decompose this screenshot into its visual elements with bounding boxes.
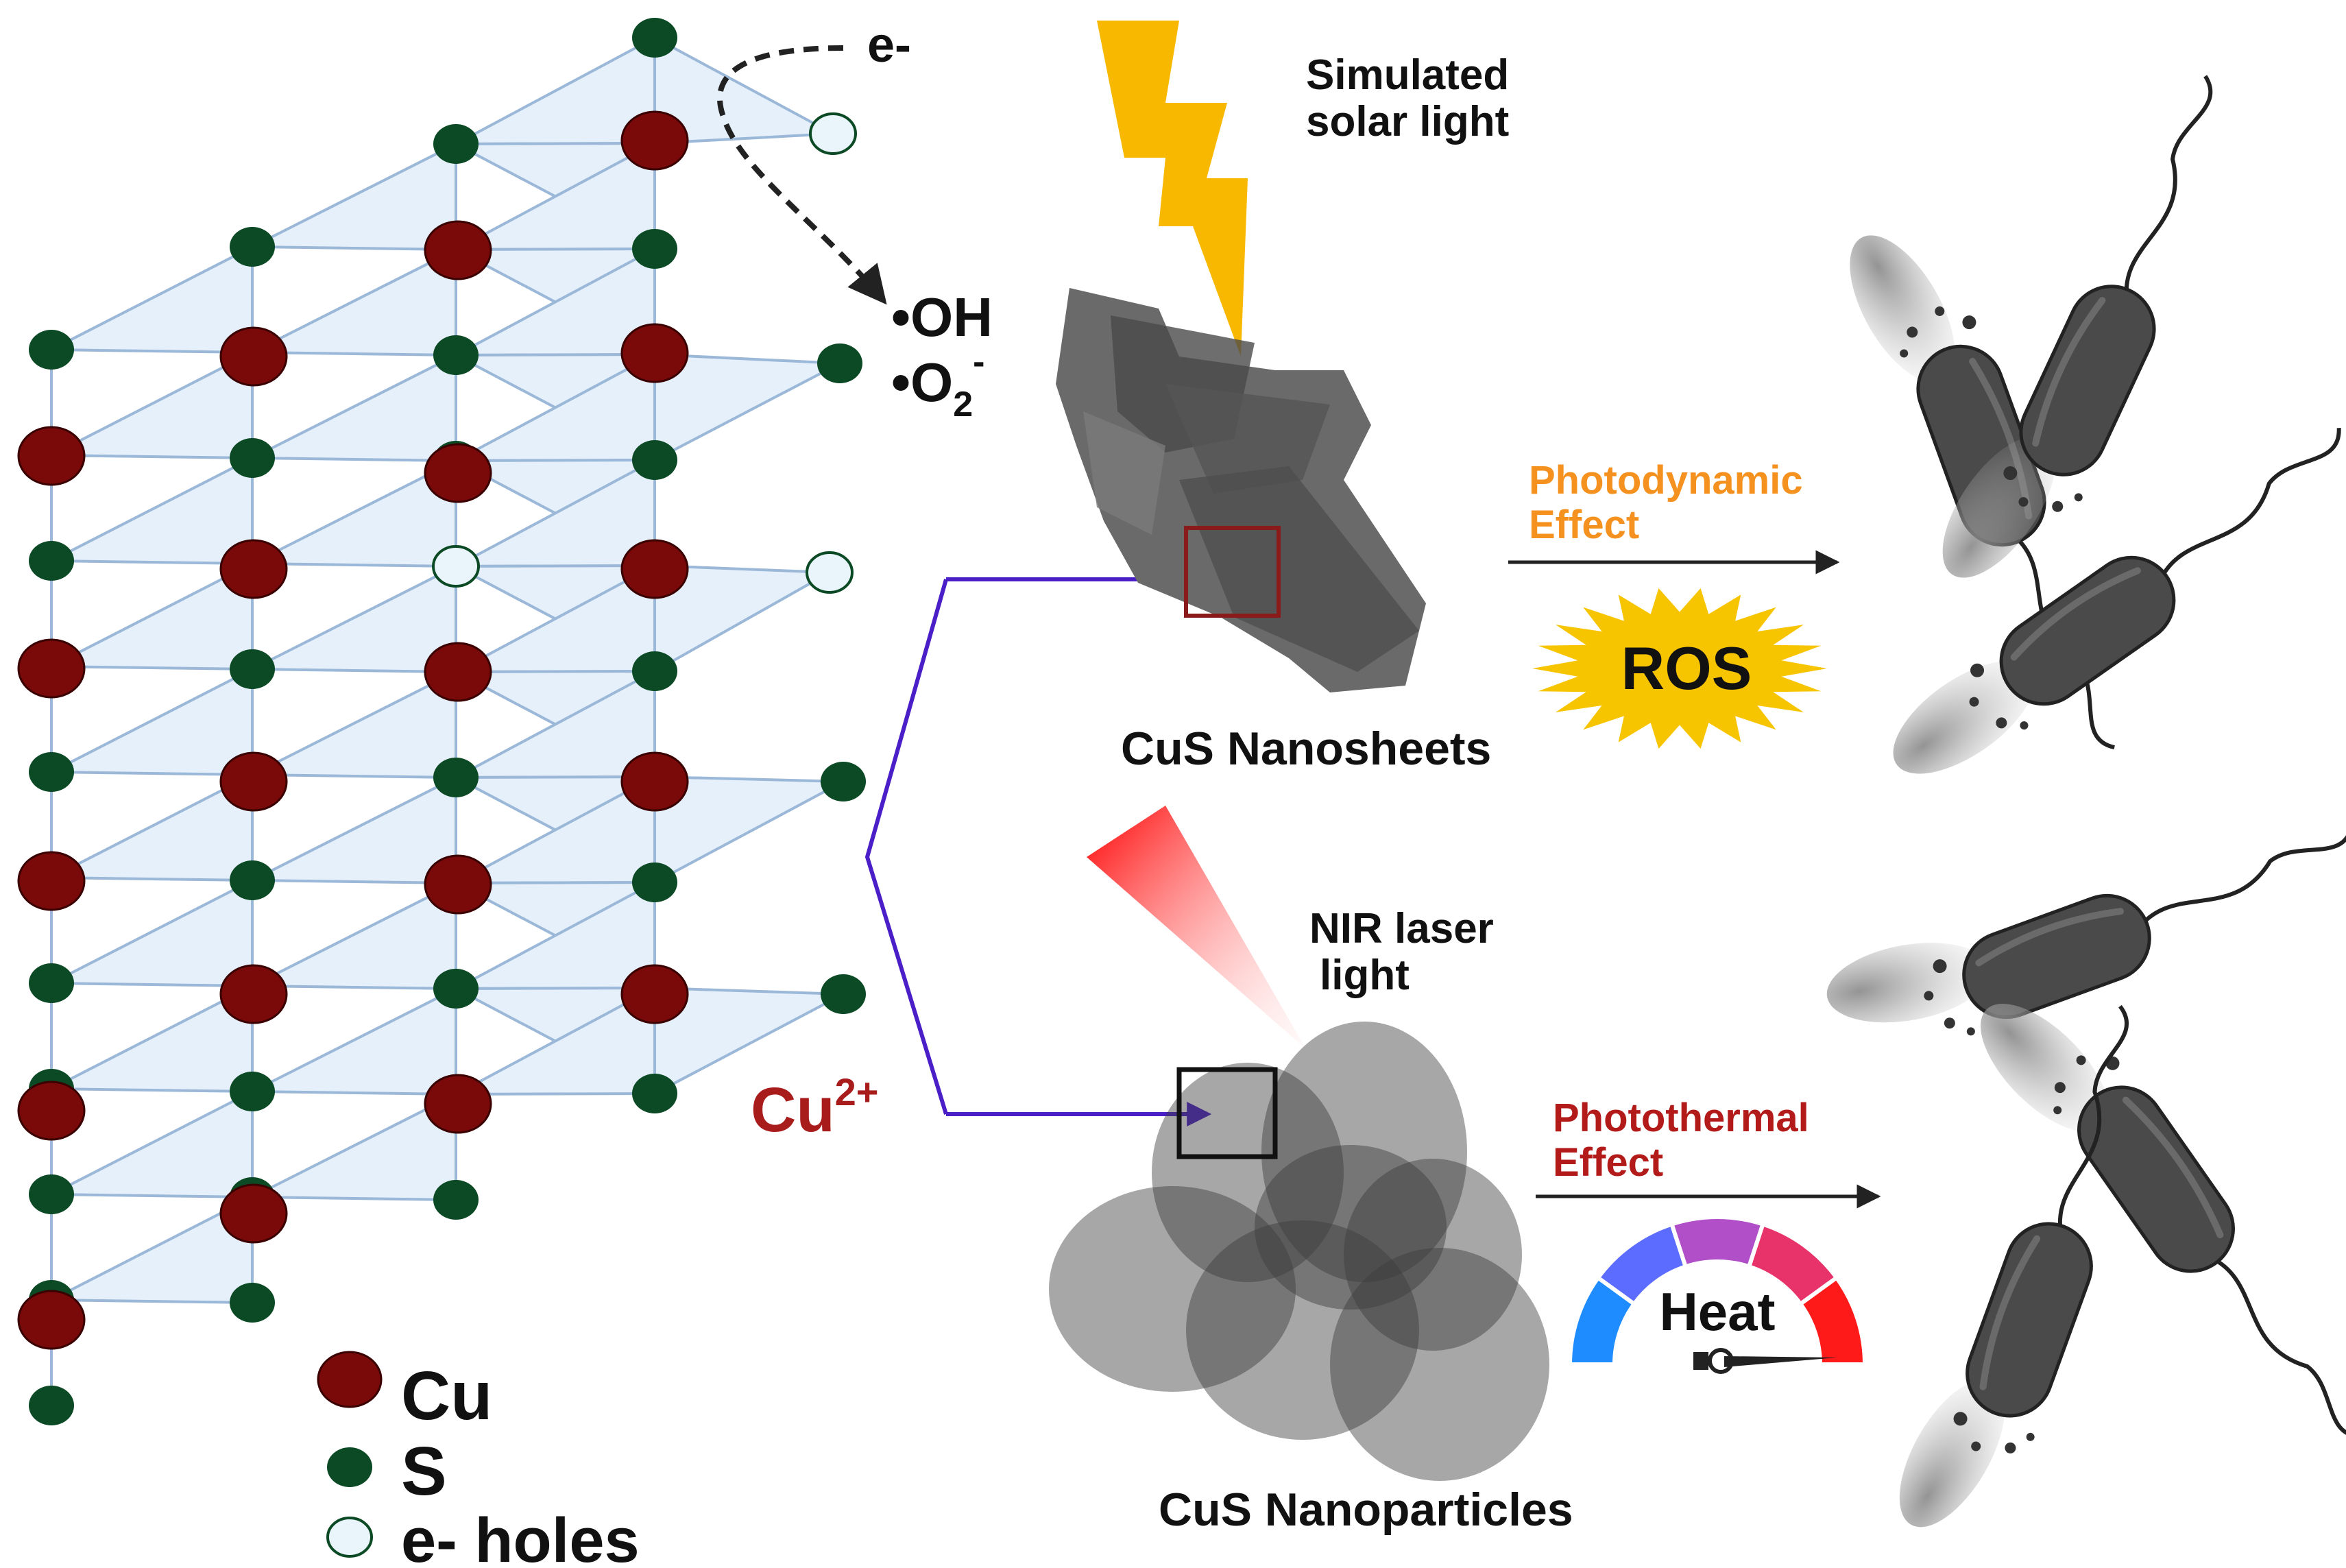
legend-hole-swatch bbox=[326, 1517, 373, 1558]
legend-s-swatch bbox=[327, 1447, 372, 1487]
sulfur-atom bbox=[632, 229, 677, 269]
sulfur-atom bbox=[29, 541, 74, 581]
sulfur-atom bbox=[632, 440, 677, 480]
sulfur-atom bbox=[230, 438, 275, 478]
copper-atom bbox=[219, 964, 288, 1024]
legend-hole-label: e- holes bbox=[401, 1506, 640, 1568]
nir-light-label-line2: light bbox=[1320, 952, 1410, 999]
hydroxyl-radical-label: •OH bbox=[891, 287, 993, 348]
copper-atom bbox=[424, 1074, 492, 1134]
copper-atom bbox=[424, 443, 492, 503]
sulfur-atom bbox=[29, 330, 74, 370]
photodynamic-label-line1: Photodynamic bbox=[1529, 458, 1803, 503]
sulfur-atom bbox=[29, 752, 74, 792]
sulfur-atom bbox=[230, 1072, 275, 1111]
branch-fork-line bbox=[864, 579, 948, 1115]
electron-label: e- bbox=[867, 18, 911, 73]
legend-s-label: S bbox=[401, 1433, 447, 1510]
solar-light-label-line2: solar light bbox=[1306, 98, 1509, 145]
copper-atom bbox=[424, 854, 492, 915]
sulfur-atom bbox=[632, 1074, 677, 1113]
sulfur-atom bbox=[230, 860, 275, 900]
sulfur-atom bbox=[230, 227, 275, 267]
legend-cu-label: Cu bbox=[401, 1358, 492, 1434]
lightning-icon bbox=[1097, 21, 1248, 357]
heat-label: Heat bbox=[1659, 1281, 1775, 1342]
copper-atom bbox=[620, 539, 689, 599]
electron-dashed-arrow bbox=[717, 45, 887, 305]
copper-atom bbox=[620, 964, 689, 1024]
sulfur-atom bbox=[632, 651, 677, 691]
copper-atom bbox=[620, 751, 689, 812]
legend: Cu S e- holes bbox=[317, 1351, 640, 1568]
copper-atom bbox=[219, 539, 288, 599]
sulfur-atom bbox=[821, 974, 866, 1014]
cus-crystal-lattice bbox=[17, 18, 866, 1425]
sulfur-atom bbox=[433, 969, 479, 1009]
photothermal-label-line2: Effect bbox=[1553, 1140, 1663, 1185]
gauge-segment bbox=[1798, 1275, 1867, 1366]
sulfur-atom bbox=[433, 1180, 479, 1220]
e-hole-atom bbox=[809, 112, 857, 155]
top-branch: Simulated solar light CuS Nanosheets Pho… bbox=[1056, 21, 1840, 775]
sulfur-atom bbox=[230, 1283, 275, 1323]
nanoparticles-label: CuS Nanoparticles bbox=[1159, 1484, 1573, 1536]
sulfur-atom bbox=[433, 335, 479, 375]
ros-label: ROS bbox=[1621, 634, 1752, 702]
bacterium-icon bbox=[1893, 428, 2341, 774]
nanoparticle-zoom-box bbox=[1176, 1067, 1278, 1159]
sulfur-atom bbox=[433, 758, 479, 797]
sulfur-atom bbox=[821, 762, 866, 801]
e-hole-atom bbox=[432, 545, 480, 588]
sulfur-atom bbox=[29, 963, 74, 1003]
electron-transfer: e- •OH •O2- bbox=[717, 18, 993, 424]
legend-cu-swatch bbox=[317, 1351, 383, 1408]
copper-atom bbox=[17, 638, 86, 699]
bottom-branch: NIR laser light CuS Nanoparticles Photot… bbox=[1049, 806, 1881, 1536]
copper-atom bbox=[424, 220, 492, 280]
sulfur-atom bbox=[29, 1386, 74, 1425]
bacteria-group bbox=[1826, 75, 2346, 1528]
copper-ion-label: Cu2+ bbox=[751, 1070, 879, 1145]
copper-atom bbox=[17, 1290, 86, 1350]
bacterium-icon bbox=[1826, 825, 2346, 1036]
gauge-needle bbox=[1724, 1356, 1837, 1367]
sulfur-atom bbox=[632, 18, 677, 58]
copper-atom bbox=[17, 1081, 86, 1141]
sulfur-atom bbox=[817, 343, 862, 383]
sulfur-atom bbox=[433, 124, 479, 164]
bacterium-icon bbox=[1942, 75, 2213, 578]
nanoparticles-illustration bbox=[1049, 1022, 1549, 1481]
e-hole-atom bbox=[806, 551, 854, 594]
copper-atom bbox=[219, 1183, 288, 1244]
copper-atom bbox=[424, 642, 492, 702]
ros-burst-icon bbox=[1532, 588, 1827, 749]
sulfur-atom bbox=[230, 649, 275, 689]
copper-atom bbox=[620, 323, 689, 383]
nanosheet-zoom-box bbox=[1184, 526, 1281, 618]
heat-gauge-icon bbox=[1567, 1214, 1867, 1374]
photodynamic-label-line2: Effect bbox=[1529, 503, 1639, 547]
lattice-atoms bbox=[17, 18, 866, 1425]
sulfur-atom bbox=[632, 863, 677, 902]
copper-atom bbox=[620, 110, 689, 171]
photothermal-label-line1: Photothermal bbox=[1553, 1096, 1809, 1140]
bacterium-icon bbox=[1899, 1004, 2129, 1528]
superoxide-radical-label: •O2- bbox=[891, 342, 984, 424]
laser-beam-icon bbox=[1087, 806, 1306, 1049]
gauge-segment bbox=[1669, 1214, 1766, 1270]
copper-atom bbox=[17, 851, 86, 911]
copper-atom bbox=[219, 751, 288, 812]
nir-light-label-line1: NIR laser bbox=[1309, 905, 1494, 952]
bacterium-icon bbox=[1981, 1004, 2346, 1438]
copper-atom bbox=[219, 326, 288, 387]
solar-light-label-line1: Simulated bbox=[1306, 51, 1509, 99]
nanosheets-illustration bbox=[1056, 288, 1426, 692]
sulfur-atom bbox=[29, 1174, 74, 1214]
copper-atom bbox=[17, 426, 86, 486]
nanosheets-label: CuS Nanosheets bbox=[1121, 723, 1491, 775]
